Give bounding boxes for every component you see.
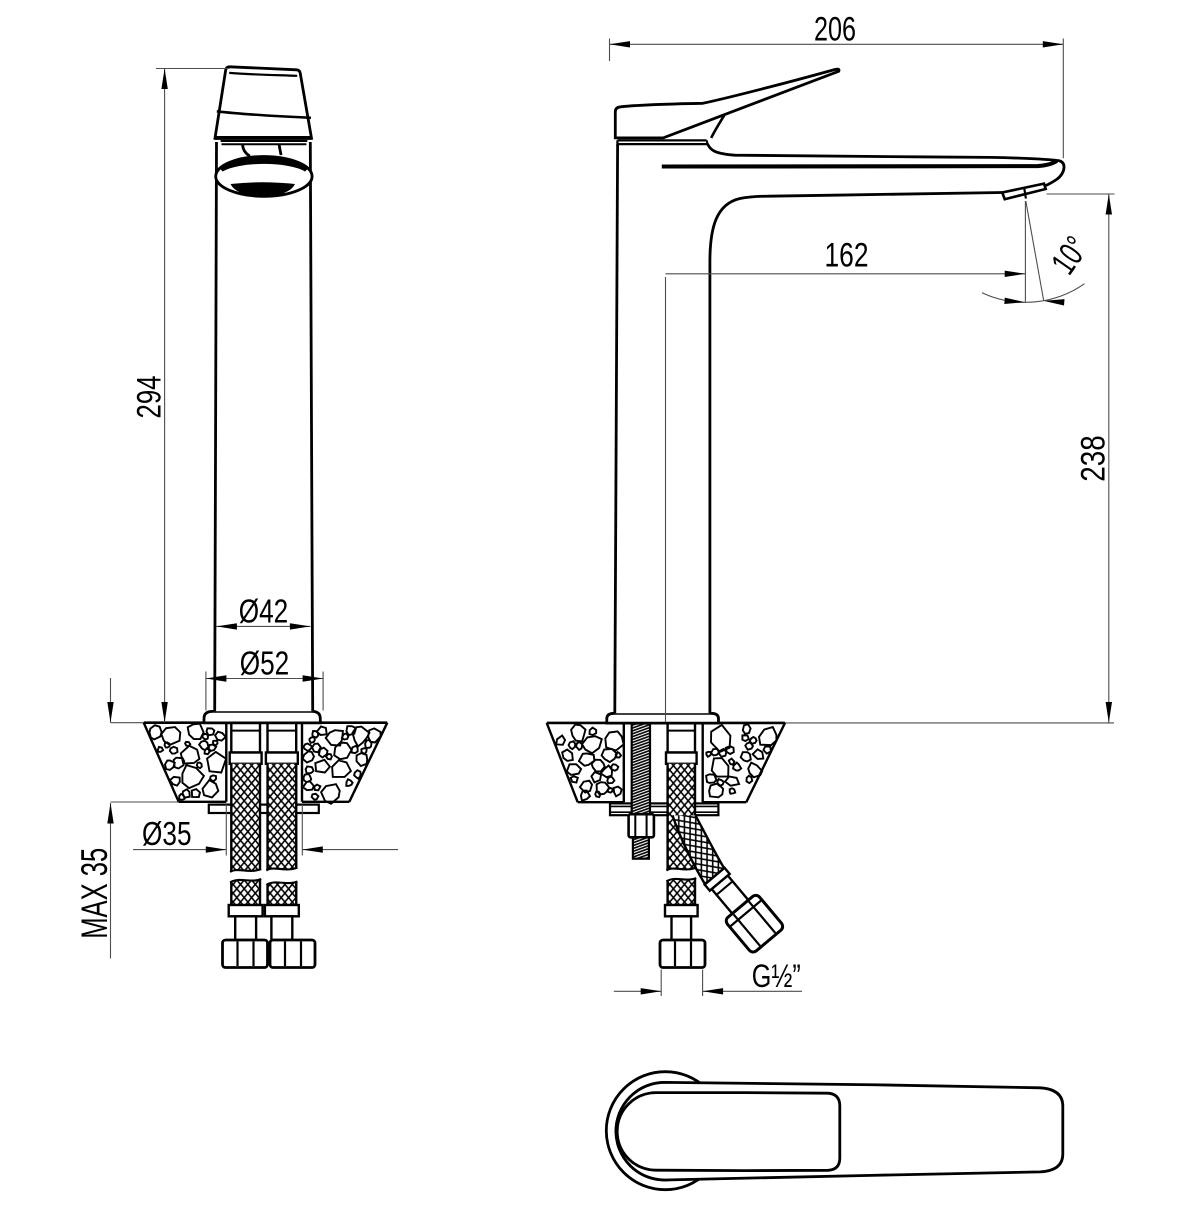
svg-text:162: 162 <box>825 236 869 274</box>
svg-text:G½”: G½” <box>752 958 801 994</box>
svg-text:Ø52: Ø52 <box>240 644 290 681</box>
svg-text:Ø42: Ø42 <box>239 592 289 629</box>
svg-text:MAX 35: MAX 35 <box>74 848 115 939</box>
svg-text:Ø35: Ø35 <box>142 815 192 852</box>
svg-text:238: 238 <box>1075 435 1113 482</box>
svg-text:206: 206 <box>814 11 856 49</box>
svg-text:294: 294 <box>130 376 168 419</box>
